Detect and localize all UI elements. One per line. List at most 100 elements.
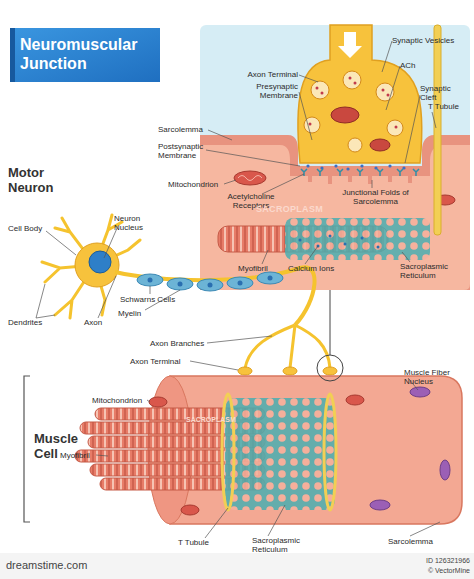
- mitochondrion: [234, 171, 266, 185]
- t-tubule: [434, 25, 441, 235]
- axon-branches: [245, 325, 330, 368]
- schwann-nuclei: [148, 276, 273, 288]
- muscle-nuclei: [440, 460, 450, 480]
- watermark: ID 126321966: [380, 557, 470, 565]
- reticulum-label: Sacroplasmic Reticulum: [400, 262, 464, 280]
- synaptic-vesicles: [304, 71, 403, 152]
- t-tubule: [324, 394, 336, 510]
- myelin-sheath: [257, 272, 283, 284]
- membrane-label: Presynaptic Membrane: [243, 82, 298, 100]
- axon: [115, 267, 315, 325]
- ach-molecules: [309, 123, 312, 126]
- title-box: [10, 28, 160, 82]
- leader-lines: [262, 250, 268, 264]
- schwann-nuclei: [178, 282, 183, 287]
- cell-body: [75, 243, 119, 287]
- leader-lines: [36, 41, 440, 538]
- mitochondrion: [370, 139, 390, 151]
- leader-lines: [150, 286, 151, 294]
- ach-molecules: [354, 82, 357, 85]
- watermark-bar: [0, 553, 474, 579]
- part-label: Muscle Fiber Nucleus: [404, 368, 466, 386]
- muscle-nuclei: [370, 500, 390, 510]
- inset-zoom: [200, 25, 470, 290]
- membrane-label: Postsynaptic Membrane: [158, 142, 208, 160]
- inset-zoom: [238, 176, 262, 181]
- leader-lines: [305, 246, 318, 264]
- muscle-cell: [75, 376, 462, 524]
- leader-lines: [432, 112, 436, 128]
- part-label: Neuron Nucleus: [114, 214, 164, 232]
- region-label: SACROPLASM: [186, 416, 246, 424]
- leader-lines: [190, 361, 238, 370]
- part-label: Axon Terminal: [130, 357, 190, 366]
- mitochondria: [181, 505, 199, 515]
- t-tubule-label: T Tubule: [428, 102, 472, 111]
- inset-zoom: [200, 145, 470, 290]
- section-heading: Motor Neuron: [8, 166, 78, 196]
- leader-lines: [206, 150, 300, 166]
- axon-terminals: [323, 367, 337, 375]
- axon-terminals: [238, 367, 337, 375]
- mitochondrion: [331, 107, 359, 123]
- leader-lines: [98, 276, 116, 318]
- ach-molecules: [316, 87, 319, 90]
- ach-release: [334, 164, 337, 167]
- leader-lines: [405, 95, 420, 163]
- title: Neuromuscular Junction: [20, 35, 158, 73]
- calcium-ions: [361, 237, 364, 240]
- myelin-sheath: [137, 274, 163, 286]
- neuron-nucleus: [89, 251, 111, 273]
- vesicles-label: Synaptic Vesicles: [392, 36, 464, 45]
- zoom-line: [330, 290, 331, 355]
- watermark: © VectorMine: [380, 567, 470, 575]
- leader-lines: [386, 66, 400, 110]
- schwann-nuclei: [238, 281, 243, 286]
- leader-lines: [208, 130, 232, 140]
- part-label: Myofibril: [60, 451, 100, 460]
- part-label: Axon Branches: [150, 339, 210, 348]
- ach-molecules: [349, 77, 352, 80]
- calcium-ions: [299, 235, 380, 249]
- sarcolemma-label: Sarcolemma: [158, 125, 218, 134]
- leader-lines: [382, 41, 392, 72]
- mitochondrion-label: Mitochondrion: [168, 180, 228, 189]
- synaptic-vesicles: [376, 83, 394, 101]
- calcium-ions: [299, 239, 302, 242]
- ach-release: [360, 164, 363, 167]
- zoom-circle: [317, 355, 343, 381]
- ach-molecules: [395, 126, 398, 129]
- title-accent: [10, 28, 15, 82]
- folds-label: Junctional Folds of Sarcolemma: [338, 188, 413, 206]
- schwann-nuclei: [148, 278, 153, 283]
- leader-lines: [262, 174, 304, 194]
- leader-lines: [299, 92, 312, 140]
- synaptic-vesicles: [311, 81, 329, 99]
- calcium-ions: [329, 235, 332, 238]
- ach-receptors: [301, 169, 419, 176]
- axon-terminal: [298, 25, 422, 163]
- mitochondria: [149, 395, 364, 515]
- ach-molecules: [309, 77, 398, 129]
- calcium-ions: [377, 246, 380, 249]
- cleft-label: Synaptic Cleft: [420, 84, 465, 102]
- part-label: Sacroplasmic Reticulum: [252, 536, 322, 554]
- motor-neuron: [42, 215, 337, 375]
- calcium-ions: [344, 243, 347, 246]
- myelin-sheath: [137, 272, 283, 291]
- leader-lines: [410, 522, 440, 536]
- ach-release: [306, 164, 309, 167]
- part-label: Myelin: [118, 309, 158, 318]
- leader-lines: [402, 252, 410, 262]
- schwann-nuclei: [268, 276, 273, 281]
- ach-molecules: [382, 89, 385, 92]
- myelin-sheath: [197, 279, 223, 291]
- synaptic-vesicles: [387, 120, 403, 136]
- axon-terminals: [238, 367, 252, 375]
- ach-release: [346, 167, 349, 170]
- ach-release: [388, 164, 391, 167]
- leader-lines: [207, 336, 272, 343]
- leader-lines: [268, 505, 285, 536]
- title-box: Neuromuscular Junction: [10, 28, 160, 82]
- schwann-nuclei: [208, 283, 213, 288]
